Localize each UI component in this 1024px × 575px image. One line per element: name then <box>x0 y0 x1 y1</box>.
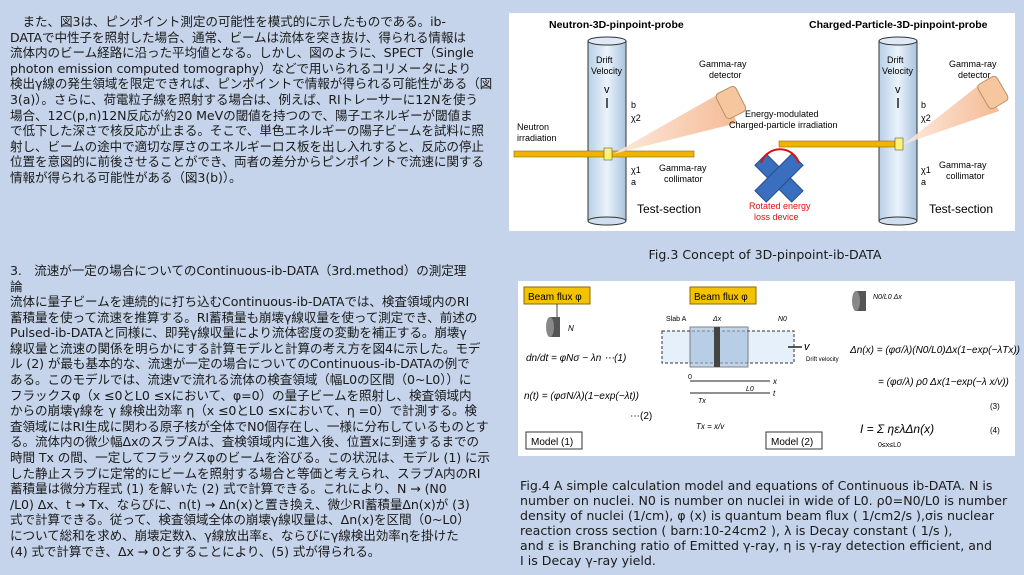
svg-text:Gamma-ray: Gamma-ray <box>659 163 707 173</box>
section3-paragraph: 流体に量子ビームを連続的に打ち込むContinuous-ib-DATAでは、検査… <box>10 294 490 559</box>
beam-flux-label-1: Beam flux φ <box>528 292 582 303</box>
svg-text:v: v <box>804 341 811 353</box>
right-gamma-detector <box>977 75 1009 110</box>
svg-text:x: x <box>772 377 778 386</box>
svg-text:detector: detector <box>958 70 991 80</box>
svg-text:a: a <box>631 177 636 187</box>
beam-flux-box-2 <box>689 286 757 305</box>
model1-label: Model (1) <box>531 437 573 448</box>
left-gamma-detector <box>715 85 747 120</box>
left-detector-label-2: detector <box>709 70 742 80</box>
equation-4: I = Σ ηελΔn(x) <box>860 422 934 436</box>
svg-text:Δx: Δx <box>712 316 722 323</box>
slab-a <box>714 327 720 367</box>
energy-modulated-label-2: Charged-particle irradiation <box>729 120 838 130</box>
svg-text:N0/L0 Δx: N0/L0 Δx <box>873 294 902 301</box>
svg-text:Slab A: Slab A <box>666 316 687 323</box>
svg-text:Tx = x/v: Tx = x/v <box>696 422 725 431</box>
svg-text:N0: N0 <box>778 316 787 323</box>
model1-slab <box>550 317 560 337</box>
svg-text:χ1: χ1 <box>921 165 931 175</box>
fig3-left-title: Neutron-3D-pinpoint-probe <box>549 19 684 31</box>
equation-2: n(t) = (φσN/λ)(1−exp(−λt)) <box>524 391 639 402</box>
svg-text:χ2: χ2 <box>631 113 641 123</box>
svg-text:b: b <box>921 100 926 110</box>
svg-text:(4): (4) <box>990 426 1000 435</box>
equation-1: dn/dt = φNσ − λn ⋯(1) <box>526 353 626 364</box>
svg-text:0: 0 <box>688 374 692 381</box>
left-v-label: v <box>604 84 610 96</box>
equation-3b: = (φσ/λ) ρ0 Δx(1−exp(−λ x/v)) <box>878 377 1009 388</box>
left-detector-label-1: Gamma-ray <box>699 59 747 69</box>
beam-flux-label-2: Beam flux φ <box>694 292 748 303</box>
svg-text:Gamma-ray: Gamma-ray <box>949 59 997 69</box>
rotated-device-label-2: loss device <box>754 212 799 222</box>
figure4-diagram: Beam flux φ N dn/dt = φNσ − λn ⋯(1) n(t)… <box>518 281 1020 456</box>
svg-text:t: t <box>773 389 776 398</box>
svg-text:Drift velocity: Drift velocity <box>806 357 839 363</box>
rotated-device-label-1: Rotated energy <box>749 201 811 211</box>
svg-text:L0: L0 <box>746 386 754 393</box>
figure3-diagram: Neutron-3D-pinpoint-probe Charged-Partic… <box>509 13 1015 231</box>
svg-text:collimator: collimator <box>664 174 703 184</box>
model2-box <box>765 431 823 450</box>
svg-text:collimator: collimator <box>946 171 985 181</box>
svg-text:χ1: χ1 <box>631 165 641 175</box>
figure3-caption: Fig.3 Concept of 3D-pinpoint-ib-DATA <box>648 247 882 262</box>
intro-paragraph: また、図3は、ピンポイント測定の可能性を模式的に示したものである。ib- DAT… <box>10 14 493 185</box>
right-gamma-cone <box>904 81 999 144</box>
right-test-section-label: Test-section <box>929 202 993 216</box>
neutron-irradiation-label-1: Neutron <box>517 122 549 132</box>
left-test-section-label: Test-section <box>637 202 701 216</box>
charged-particle-beam <box>778 140 902 148</box>
energy-modulated-label-1: Energy-modulated <box>745 109 819 119</box>
svg-text:(3): (3) <box>990 402 1000 411</box>
left-gamma-cone <box>613 91 737 154</box>
model2-label: Model (2) <box>771 437 813 448</box>
svg-text:Tx: Tx <box>698 398 706 405</box>
svg-text:N: N <box>568 324 574 333</box>
figure4-caption: Fig.4 A simple calculation model and equ… <box>520 478 1008 568</box>
neutron-irradiation-label-2: irradiation <box>517 133 557 143</box>
right-test-section-tube <box>878 36 918 226</box>
svg-text:v: v <box>895 84 901 96</box>
left-drift-label-1: Drift <box>596 55 613 65</box>
left-drift-label-2: Velocity <box>591 66 623 76</box>
svg-text:a: a <box>921 177 926 187</box>
fig3-right-title: Charged-Particle-3D-pinpoint-probe <box>809 19 988 31</box>
section3-title: 3. 流速が一定の場合についてのContinuous-ib-DATA（3rd.m… <box>10 263 467 294</box>
left-test-section-tube <box>587 36 627 226</box>
svg-text:χ2: χ2 <box>921 113 931 123</box>
equation-2-number: ⋯(2) <box>630 411 652 422</box>
svg-text:b: b <box>631 100 636 110</box>
model1-box <box>525 431 583 450</box>
svg-text:Velocity: Velocity <box>882 66 914 76</box>
svg-text:0≤x≤L0: 0≤x≤L0 <box>878 442 901 449</box>
equation-3a: Δn(x) = (φσ/λ)(N0/L0)Δx(1−exp(−λTx)) <box>849 345 1020 356</box>
svg-text:Gamma-ray: Gamma-ray <box>939 160 987 170</box>
svg-text:Drift: Drift <box>887 55 904 65</box>
